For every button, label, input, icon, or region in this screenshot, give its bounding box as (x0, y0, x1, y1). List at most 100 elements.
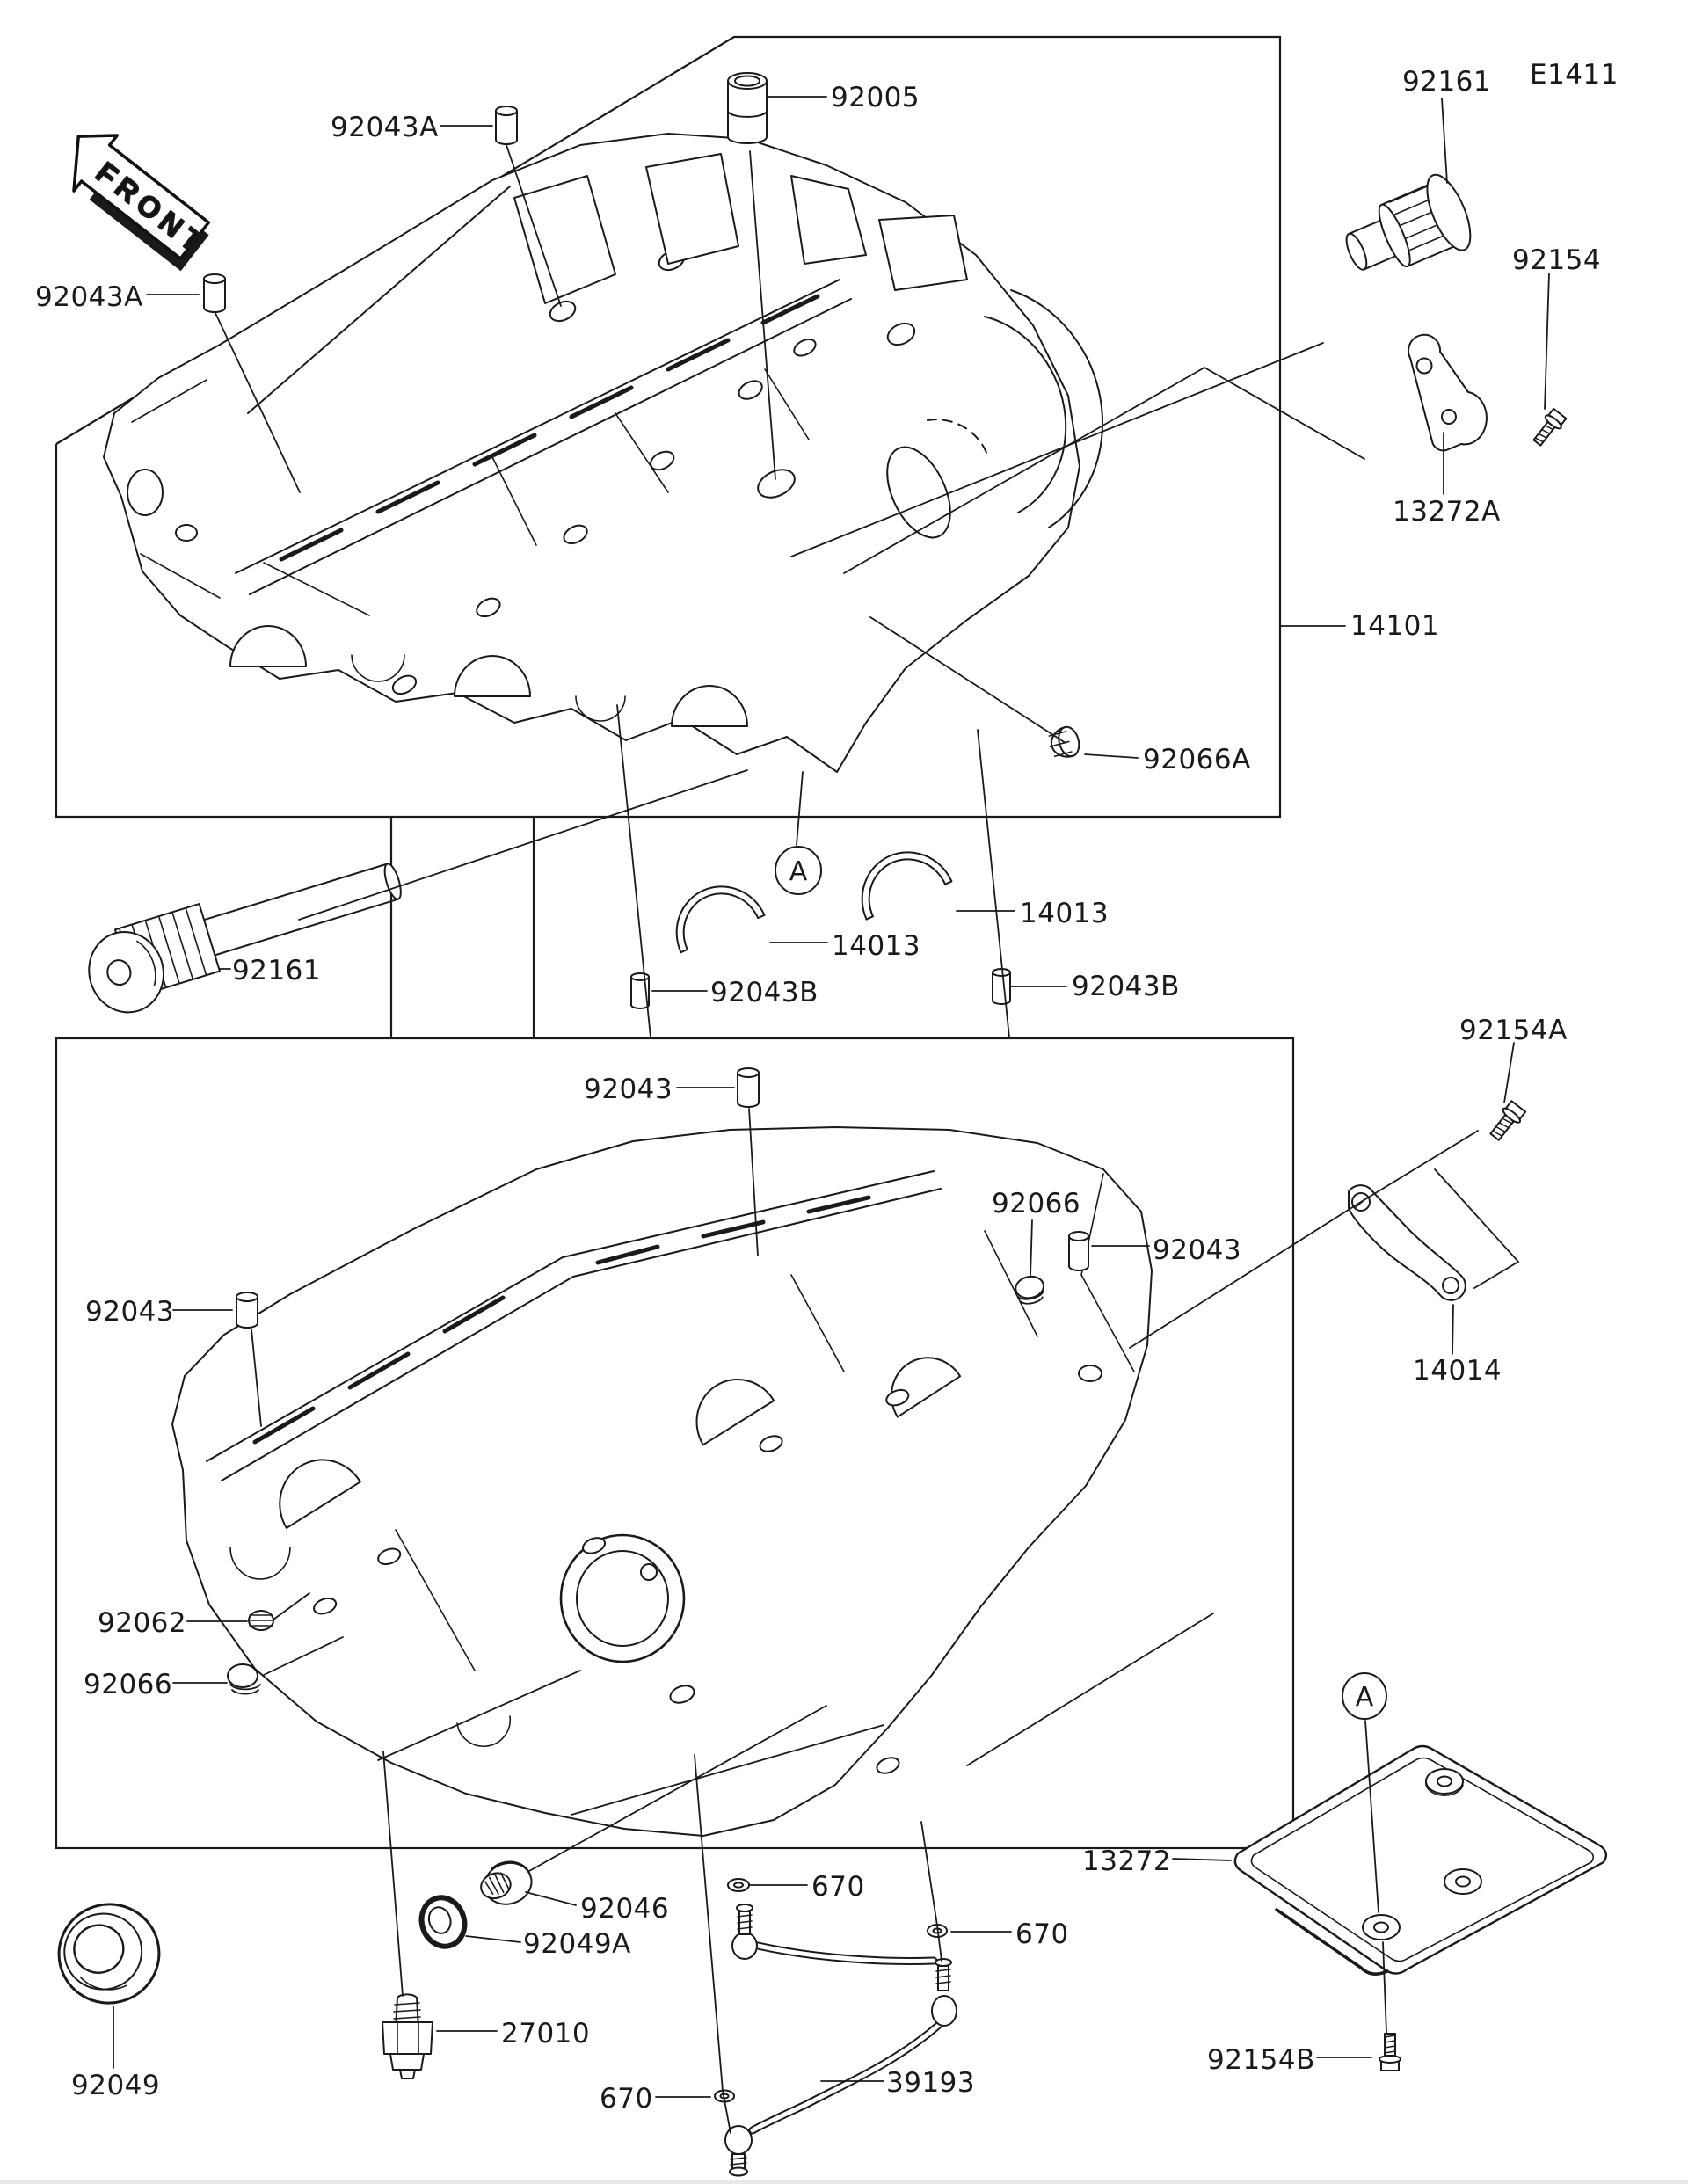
leader-14014 (1452, 1304, 1454, 1355)
label-92043-left: 92043 (85, 1296, 174, 1328)
label-92049: 92049 (71, 2070, 160, 2101)
oil-screen-plate-13272 (1233, 1744, 1608, 1976)
leader-92043a-left-pos (215, 312, 301, 493)
label-92046: 92046 (580, 1893, 669, 1925)
leader-13272 (1172, 1858, 1232, 1861)
part-number-labels: E14119216192043A920059215492043A13272A14… (35, 59, 1619, 2115)
screw-92154b (1379, 2033, 1401, 2071)
leader-92043-top2-pos (748, 1108, 759, 1256)
label-92049a: 92049A (523, 1928, 631, 1960)
leader-92043-left-pos (251, 1329, 262, 1427)
upper-group-box (55, 35, 1282, 819)
leader-92043b-left-pos (616, 704, 651, 1038)
label-14101: 14101 (1350, 610, 1439, 642)
leader-92066-left-pos (263, 1636, 344, 1676)
oil-seal-92049 (57, 1903, 161, 2005)
oil-pressure-switch-27010 (382, 1993, 433, 2079)
leader-callout-a-upper (796, 771, 804, 846)
label-92043-top2: 92043 (584, 1074, 673, 1105)
leader-92049a (465, 1935, 521, 1943)
bearing-shell-14013-right (861, 851, 953, 921)
leader-92161-right-pos (790, 342, 1324, 557)
label-92066a: 92066A (1143, 744, 1251, 775)
label-39193: 39193 (886, 2067, 975, 2099)
label-92154a: 92154A (1459, 1015, 1568, 1046)
label-92066-left: 92066 (84, 1669, 172, 1700)
plug-92066-right (1015, 1275, 1045, 1305)
upper-crankcase-drawing (103, 133, 1103, 773)
leader-92066a-pos (869, 616, 1066, 744)
dowel-pin-92043b-right (992, 968, 1011, 1005)
leader-92062-pos (273, 1592, 310, 1620)
leader-14014-pos (1434, 1168, 1520, 1289)
label-670-3: 670 (600, 2083, 653, 2115)
screw-92154a (1489, 1100, 1527, 1141)
dowel-pin-92043b-left (630, 972, 650, 1009)
leader-92154a-pos (1129, 1130, 1479, 1349)
leader-13272a-zigzag (843, 366, 1365, 574)
label-92043a-top: 92043A (331, 112, 439, 143)
label-92043b-left: 92043B (710, 977, 819, 1008)
bearing-shell-14013-left (675, 885, 766, 954)
label-e1411: E1411 (1530, 59, 1619, 91)
label-92154: 92154 (1512, 244, 1601, 276)
leader-92005-pos (749, 150, 776, 480)
plug-92066-left (227, 1663, 261, 1695)
oil-seal-92049a (418, 1895, 468, 1949)
bracket-13272a (1408, 333, 1488, 452)
callout-circles: AA (775, 846, 1387, 1720)
front-arrow: FRONT (72, 134, 215, 272)
lower-crankcase-drawing (171, 1126, 1214, 1837)
label-14013-left: 14013 (832, 930, 920, 962)
label-670-2: 670 (1015, 1918, 1069, 1950)
dowel-pin-92043-top2 (737, 1067, 760, 1108)
label-92154b: 92154B (1207, 2044, 1315, 2076)
plug-92066a (1048, 725, 1080, 758)
label-92043b-right: 92043B (1072, 971, 1180, 1002)
leader-92043b-right-pos (977, 729, 1010, 1038)
leader-670-2-pos (920, 1821, 942, 1962)
callout-a-upper-letter: A (789, 856, 808, 887)
label-92005: 92005 (831, 82, 920, 113)
breather-92161-left (88, 863, 402, 1014)
leader-callout-a-lower (1364, 1720, 1379, 1913)
lower-group-box (55, 1037, 1295, 1850)
leader-92046-pos (528, 1705, 827, 1872)
breather-92161-right (1345, 173, 1472, 271)
label-92161-right: 92161 (1402, 66, 1491, 98)
washer-670-1 (727, 1878, 750, 1892)
leader-670-3-pos (694, 1754, 731, 2134)
bracket-14014 (1348, 1184, 1466, 1301)
group-boxes (55, 35, 1295, 1850)
label-14014: 14014 (1413, 1355, 1502, 1387)
label-14013-right: 14013 (1020, 898, 1109, 929)
screw-92154 (1532, 407, 1568, 447)
label-13272a: 13272A (1393, 496, 1501, 528)
leader-lines (113, 96, 1550, 2134)
label-92161-left: 92161 (232, 955, 321, 986)
label-13272: 13272 (1082, 1845, 1171, 1877)
callout-a-upper: A (775, 846, 822, 895)
plug-92062 (248, 1610, 274, 1631)
label-92066-right: 92066 (992, 1188, 1080, 1219)
leader-92066a (1084, 753, 1139, 759)
leader-92066-right (1030, 1219, 1033, 1278)
leader-92161-right (1441, 98, 1448, 184)
leader-27010-pos (382, 1751, 404, 1997)
label-27010: 27010 (501, 2018, 590, 2049)
dowel-pin-92043a-left (203, 273, 226, 313)
label-92062: 92062 (98, 1607, 186, 1639)
label-92043a-left: 92043A (35, 281, 143, 313)
leader-92154b-pos (1382, 1941, 1387, 2034)
sleeve-92005 (727, 72, 768, 144)
dowel-pin-92043-left (236, 1292, 258, 1329)
callout-a-lower-letter: A (1356, 1682, 1374, 1713)
oil-pipe-39193 (724, 1904, 957, 2177)
callout-a-lower: A (1342, 1672, 1387, 1720)
leader-92043a-top-pos (506, 144, 562, 307)
label-670-1: 670 (811, 1871, 865, 1903)
leader-92161-left-pos (298, 769, 748, 921)
leader-92154a (1503, 1042, 1515, 1103)
